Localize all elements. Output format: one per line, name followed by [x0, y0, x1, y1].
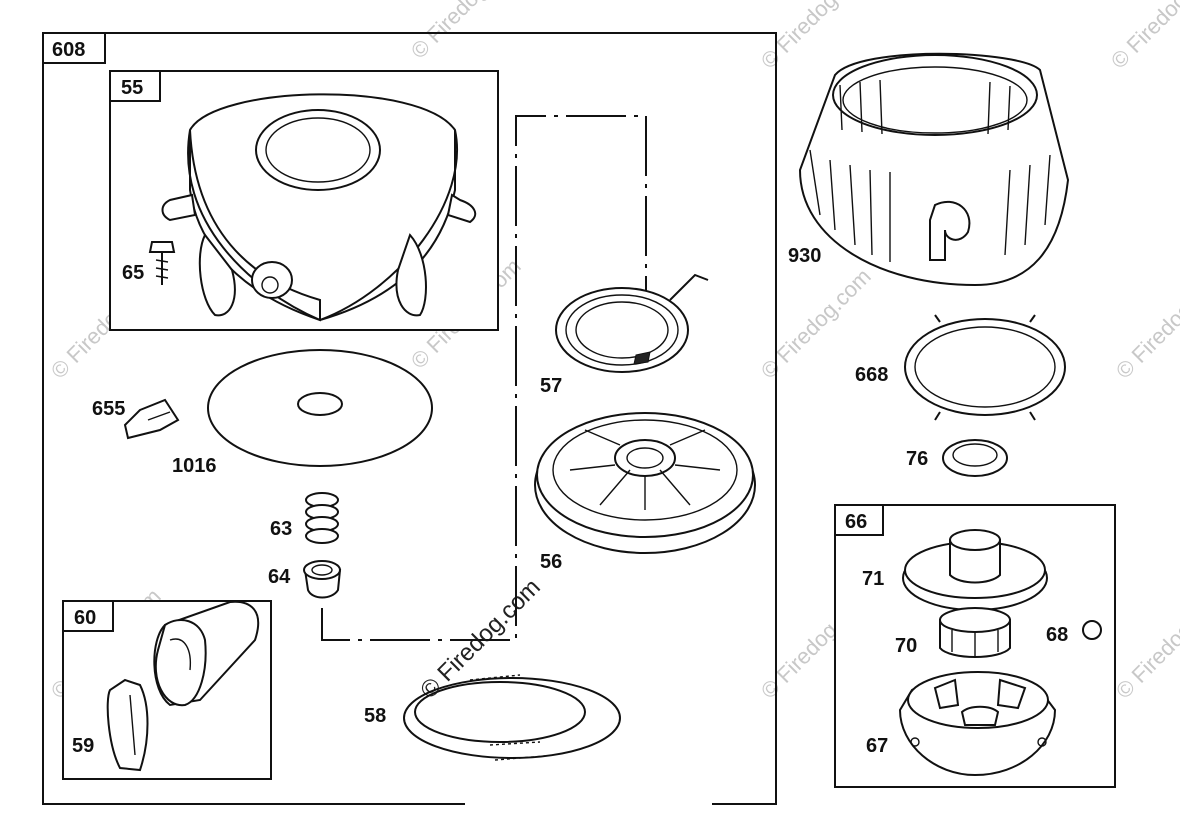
recoil-spring-57	[555, 273, 709, 373]
part-label-59: 59	[72, 735, 94, 757]
assembly-label-608: 608	[52, 39, 85, 61]
spring-63	[305, 492, 339, 544]
watermark: © Firedog.com	[1106, 0, 1180, 74]
part-label-64: 64	[268, 566, 291, 588]
ball-68	[1082, 620, 1102, 640]
part-label-58: 58	[364, 705, 386, 727]
part-label-1016: 1016	[172, 455, 217, 477]
part-label-930: 930	[788, 245, 821, 267]
washer-76	[942, 439, 1008, 477]
part-label-65: 65	[122, 262, 144, 284]
watermark-center: © Firedog.com	[415, 574, 546, 705]
bolt-65	[148, 241, 176, 285]
handle-60	[153, 600, 260, 707]
assembly-label-55: 55	[121, 77, 143, 99]
part-label-70: 70	[895, 635, 917, 657]
part-label-57: 57	[540, 375, 562, 397]
part-label-68: 68	[1046, 624, 1068, 646]
rotating-screen-930	[798, 52, 1070, 287]
disc-1016	[207, 349, 433, 467]
blower-housing	[161, 93, 477, 322]
rope-58	[403, 674, 621, 761]
watermark: © Firedog.com	[1111, 584, 1180, 704]
bushing-64	[303, 560, 342, 599]
part-label-668: 668	[855, 364, 888, 386]
part-label-63: 63	[270, 518, 292, 540]
retainer-668	[904, 314, 1066, 421]
part-label-655: 655	[92, 398, 125, 420]
watermark: © Firedog.com	[1111, 264, 1180, 384]
pulley-71	[902, 529, 1048, 611]
assembly-label-60: 60	[74, 607, 96, 629]
assembly-608-frame: 608	[42, 32, 777, 805]
part-label-71: 71	[862, 568, 884, 590]
part-label-67: 67	[866, 735, 888, 757]
assembly-label-66: 66	[845, 511, 867, 533]
pulley-56	[534, 412, 756, 554]
cup-67	[898, 671, 1057, 777]
clip-655	[123, 398, 180, 440]
ratchet-70	[939, 607, 1011, 658]
guide-line	[321, 115, 647, 641]
watermark: © Firedog.com	[406, 0, 526, 64]
part-label-76: 76	[906, 448, 928, 470]
part-label-56: 56	[540, 551, 562, 573]
insert-59	[106, 678, 149, 772]
